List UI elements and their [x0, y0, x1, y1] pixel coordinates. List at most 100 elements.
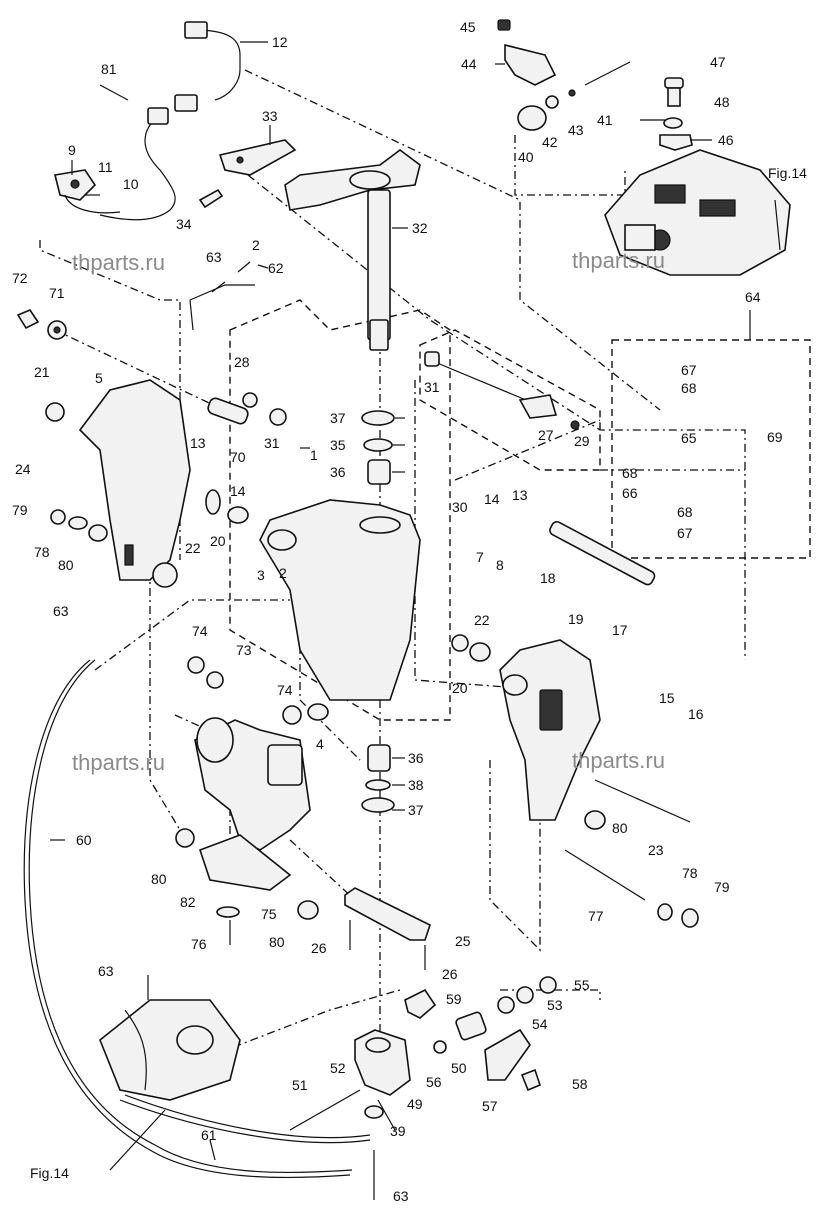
callout-label: 13: [512, 487, 528, 503]
callout-label: 80: [151, 871, 167, 887]
callout-label: 58: [572, 1076, 588, 1092]
connector-12: [184, 21, 208, 39]
callout-label: 63: [53, 603, 69, 619]
callout-label: 8: [496, 557, 504, 573]
callout-label: 65: [681, 430, 697, 446]
callout-label: 81: [101, 61, 117, 77]
callout-label: 80: [269, 934, 285, 950]
callout-label: 37: [408, 802, 424, 818]
callout-label: 50: [451, 1060, 467, 1076]
callout-label: 20: [452, 680, 468, 696]
callout-label: 63: [393, 1188, 409, 1204]
callout-label: 49: [407, 1096, 423, 1112]
callout-label: 16: [688, 706, 704, 722]
callout-label: 12: [272, 34, 288, 50]
watermark-text: thparts.ru: [72, 250, 165, 275]
callout-label: 60: [76, 832, 92, 848]
callout-label: 57: [482, 1098, 498, 1114]
callout-label: 73: [236, 642, 252, 658]
callout-label: 17: [612, 622, 628, 638]
callout-label: 42: [542, 134, 558, 150]
callout-label: 32: [412, 220, 428, 236]
callout-label: 36: [330, 464, 346, 480]
callout-label: 10: [123, 176, 139, 192]
callout-label: 14: [230, 483, 246, 499]
sensor-kit-box: [611, 339, 811, 559]
callout-label: 52: [330, 1060, 346, 1076]
callout-label: 78: [682, 865, 698, 881]
callout-label: 67: [677, 525, 693, 541]
callout-label: 82: [180, 894, 196, 910]
callout-label: 19: [568, 611, 584, 627]
callout-label: 59: [446, 991, 462, 1007]
callout-label: 23: [648, 842, 664, 858]
callout-label: 26: [311, 940, 327, 956]
watermark-text: thparts.ru: [572, 248, 665, 273]
callout-label: 38: [408, 777, 424, 793]
callout-label: 66: [622, 485, 638, 501]
callout-label: 43: [568, 122, 584, 138]
callout-label: 3: [257, 567, 265, 583]
callout-label: 29: [574, 433, 590, 449]
watermark-text: thparts.ru: [72, 750, 165, 775]
swivel-bracket-1: [259, 499, 421, 701]
callout-label: 20: [210, 533, 226, 549]
figure-ref-top[interactable]: Fig.14: [768, 165, 807, 181]
callout-label: 76: [191, 936, 207, 952]
callout-label: 80: [612, 820, 628, 836]
callout-label: 63: [206, 249, 222, 265]
callout-label: 45: [460, 19, 476, 35]
callout-label: 22: [474, 612, 490, 628]
leader-lines: [50, 41, 781, 1171]
callout-label: 13: [190, 435, 206, 451]
clamp-bracket-5: [78, 379, 191, 581]
callout-label: 41: [597, 112, 613, 128]
callout-label: 62: [268, 260, 284, 276]
callout-label: 78: [34, 544, 50, 560]
callout-label: 69: [767, 429, 783, 445]
callout-label: 48: [714, 94, 730, 110]
callout-label: 46: [718, 132, 734, 148]
callout-label: 35: [330, 437, 346, 453]
callout-label: 77: [588, 908, 604, 924]
callout-label: 56: [426, 1074, 442, 1090]
callout-label: 75: [261, 906, 277, 922]
callout-label: 4: [316, 736, 324, 752]
callout-label: 24: [15, 461, 31, 477]
callout-label: 1: [310, 447, 318, 463]
callout-label: 64: [745, 289, 761, 305]
callout-label: 51: [292, 1077, 308, 1093]
callout-label: 34: [176, 216, 192, 232]
callout-label: 27: [538, 427, 554, 443]
callout-label: 79: [12, 502, 28, 518]
watermark-text: thparts.ru: [572, 748, 665, 773]
callout-label: 44: [461, 56, 477, 72]
callout-label: 22: [185, 540, 201, 556]
callout-label: 68: [681, 380, 697, 396]
steering-shaft: [367, 189, 391, 341]
callout-label: 33: [262, 108, 278, 124]
callout-label: 37: [330, 410, 346, 426]
callout-label: 18: [540, 570, 556, 586]
callout-label: 39: [390, 1123, 406, 1139]
callout-label: 40: [518, 149, 534, 165]
callout-label: 2: [279, 565, 287, 581]
figure-ref-bottom[interactable]: Fig.14: [30, 1165, 69, 1181]
callout-label: 15: [659, 690, 675, 706]
callout-label: 9: [68, 142, 76, 158]
callout-label: 36: [408, 750, 424, 766]
callout-label: 47: [710, 54, 726, 70]
callout-label: 79: [714, 879, 730, 895]
callout-label: 80: [58, 557, 74, 573]
callout-label: 68: [677, 504, 693, 520]
callout-label: 25: [455, 933, 471, 949]
callout-label: 11: [98, 159, 113, 175]
callout-label: 7: [476, 549, 484, 565]
callout-label: 63: [98, 963, 114, 979]
callout-label: 2: [252, 237, 260, 253]
callout-label: 68: [622, 465, 638, 481]
assembly-boxes: [229, 299, 811, 721]
callout-label: 28: [234, 354, 250, 370]
